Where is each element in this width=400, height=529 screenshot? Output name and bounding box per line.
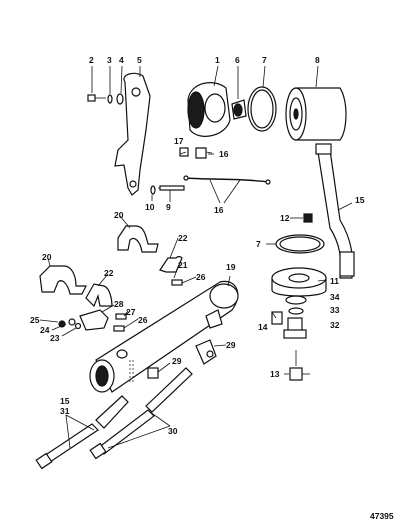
part-connector-32 xyxy=(283,317,307,339)
part-clamp-22-lower xyxy=(85,283,113,308)
callout-5: 5 xyxy=(137,55,142,65)
callout-25: 25 xyxy=(30,315,40,325)
part-screws xyxy=(58,279,183,332)
part-hose-right xyxy=(315,143,355,279)
part-nipple xyxy=(231,66,247,120)
part-hose-15-lower xyxy=(35,395,129,470)
part-washer xyxy=(107,66,113,104)
part-elbow-29 xyxy=(195,339,227,365)
callout-leaders-clamps xyxy=(39,151,277,337)
callout-13: 13 xyxy=(270,369,280,379)
figure-number: 47395 xyxy=(370,511,394,521)
callout-14: 14 xyxy=(258,322,268,332)
callout-24: 24 xyxy=(40,325,50,335)
callout-leaders-lower xyxy=(65,411,171,449)
callout-12: 12 xyxy=(280,213,290,223)
callout-6: 6 xyxy=(235,55,240,65)
part-fitting-13 xyxy=(284,350,310,381)
callout-27: 27 xyxy=(126,307,136,317)
callout-7-lower: 7 xyxy=(256,239,261,249)
part-clamp-22-upper xyxy=(159,255,183,273)
callout-29-right: 29 xyxy=(226,340,236,350)
callout-26-lower: 26 xyxy=(138,315,148,325)
callout-2: 2 xyxy=(89,55,94,65)
part-washer-33 xyxy=(288,307,304,315)
callout-32: 32 xyxy=(330,320,340,330)
callout-15-lower: 15 xyxy=(60,396,70,406)
part-oil-cooler xyxy=(89,275,239,393)
part-washer-34 xyxy=(285,295,307,305)
part-mounting-bracket xyxy=(114,66,151,196)
part-filter-adapter xyxy=(187,65,231,137)
callout-26-upper: 26 xyxy=(196,272,206,282)
part-fitting-29 xyxy=(147,362,171,379)
part-clamp-20-lower xyxy=(39,265,87,295)
callout-30: 30 xyxy=(168,426,178,436)
callout-23: 23 xyxy=(50,333,60,343)
callout-11: 11 xyxy=(330,276,339,286)
callout-4: 4 xyxy=(119,55,124,65)
part-clamp-28 xyxy=(79,309,109,331)
part-bolt xyxy=(87,66,106,102)
part-oring-lower xyxy=(266,234,325,254)
callout-19: 19 xyxy=(226,262,236,272)
part-cap-14 xyxy=(271,311,283,325)
callout-17: 17 xyxy=(174,136,184,146)
callout-7-upper: 7 xyxy=(262,55,267,65)
part-oil-filter xyxy=(285,65,347,141)
callout-34: 34 xyxy=(330,292,340,302)
callout-33: 33 xyxy=(330,305,340,315)
callout-8: 8 xyxy=(315,55,320,65)
callout-15-upper: 15 xyxy=(355,195,365,205)
callout-20-lower: 20 xyxy=(42,252,52,262)
callout-3: 3 xyxy=(107,55,112,65)
part-bolt-lower xyxy=(150,185,185,202)
callout-9: 9 xyxy=(166,202,171,212)
callout-16-upper: 16 xyxy=(219,149,229,159)
callout-1: 1 xyxy=(215,55,220,65)
part-lockwasher xyxy=(116,65,124,105)
part-clamp-20-upper xyxy=(117,225,159,253)
callout-20-upper: 20 xyxy=(114,210,124,220)
callout-31: 31 xyxy=(60,406,70,416)
callout-28: 28 xyxy=(114,299,124,309)
callout-29-left: 29 xyxy=(172,356,182,366)
part-oring-upper xyxy=(247,65,277,132)
callout-22-upper: 22 xyxy=(178,233,188,243)
callout-16-lower: 16 xyxy=(214,205,224,215)
part-filter-base xyxy=(271,267,327,297)
part-elbow-fitting xyxy=(179,147,213,159)
part-hose-30-lower xyxy=(89,367,193,460)
part-plug-12 xyxy=(290,213,313,223)
part-cooler-fitting xyxy=(116,349,134,384)
callout-21: 21 xyxy=(178,260,188,270)
part-ground-wire xyxy=(183,175,271,204)
callout-22-lower: 22 xyxy=(104,268,114,278)
callout-10: 10 xyxy=(145,202,155,212)
